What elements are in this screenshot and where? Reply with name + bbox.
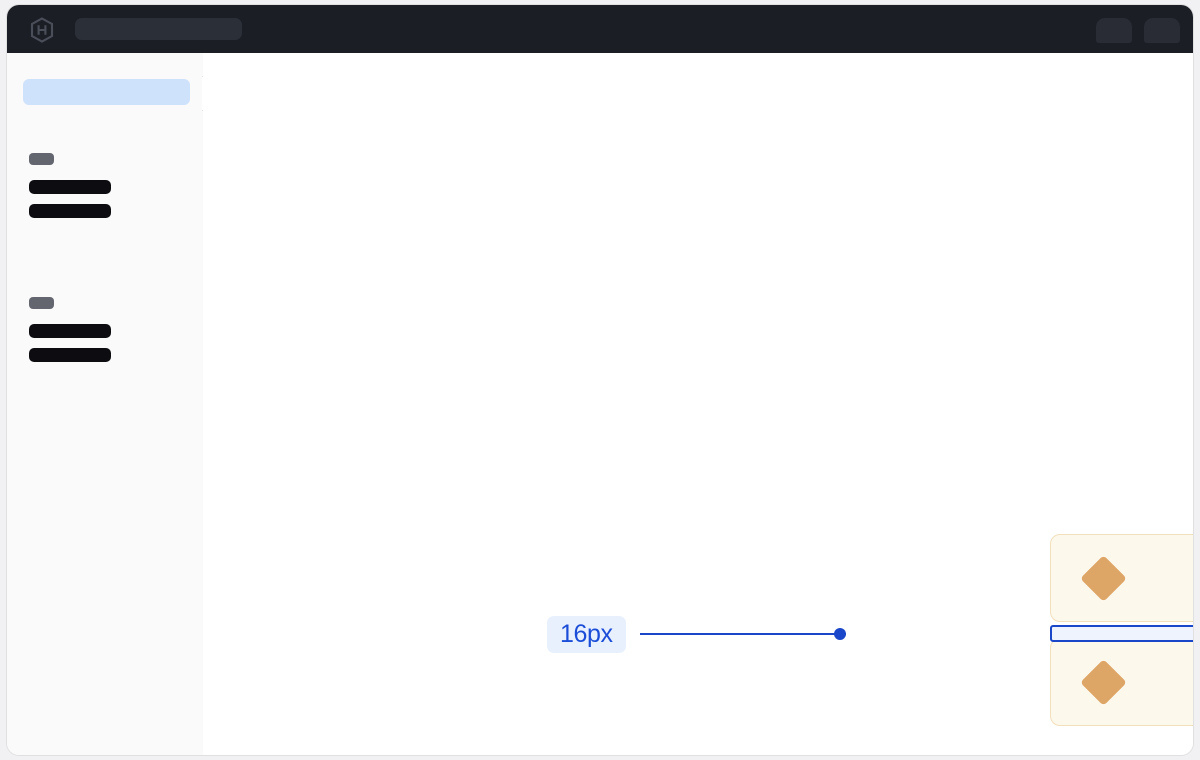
hexagon-logo-icon[interactable] bbox=[29, 17, 55, 43]
sidebar-group-2-label bbox=[29, 297, 54, 309]
header-chip-2[interactable] bbox=[1144, 18, 1180, 43]
sidebar-group-2 bbox=[29, 297, 111, 372]
diamond-icon bbox=[1080, 658, 1127, 706]
sidebar bbox=[7, 53, 204, 755]
sidebar-group-1 bbox=[29, 153, 111, 228]
card-item-2[interactable] bbox=[1050, 638, 1193, 726]
sidebar-item-1-1[interactable] bbox=[29, 180, 111, 194]
sidebar-item-active[interactable] bbox=[23, 79, 190, 105]
app-window: 16px bbox=[7, 5, 1193, 755]
sidebar-item-1-2[interactable] bbox=[29, 204, 111, 218]
spacing-measure-box bbox=[1050, 625, 1193, 642]
header-chip-1[interactable] bbox=[1096, 18, 1132, 43]
sidebar-group-1-label bbox=[29, 153, 54, 165]
header-actions bbox=[1096, 18, 1180, 43]
spacing-value-label: 16px bbox=[547, 616, 626, 653]
card-item-1[interactable] bbox=[1050, 534, 1193, 622]
diamond-icon bbox=[1080, 554, 1127, 602]
app-header bbox=[7, 5, 1193, 53]
search-input[interactable] bbox=[75, 18, 242, 40]
spacing-leader-dot bbox=[834, 628, 846, 640]
spacing-leader-line bbox=[640, 633, 846, 635]
main-canvas: 16px bbox=[203, 53, 1193, 755]
sidebar-item-2-2[interactable] bbox=[29, 348, 111, 362]
sidebar-item-2-1[interactable] bbox=[29, 324, 111, 338]
